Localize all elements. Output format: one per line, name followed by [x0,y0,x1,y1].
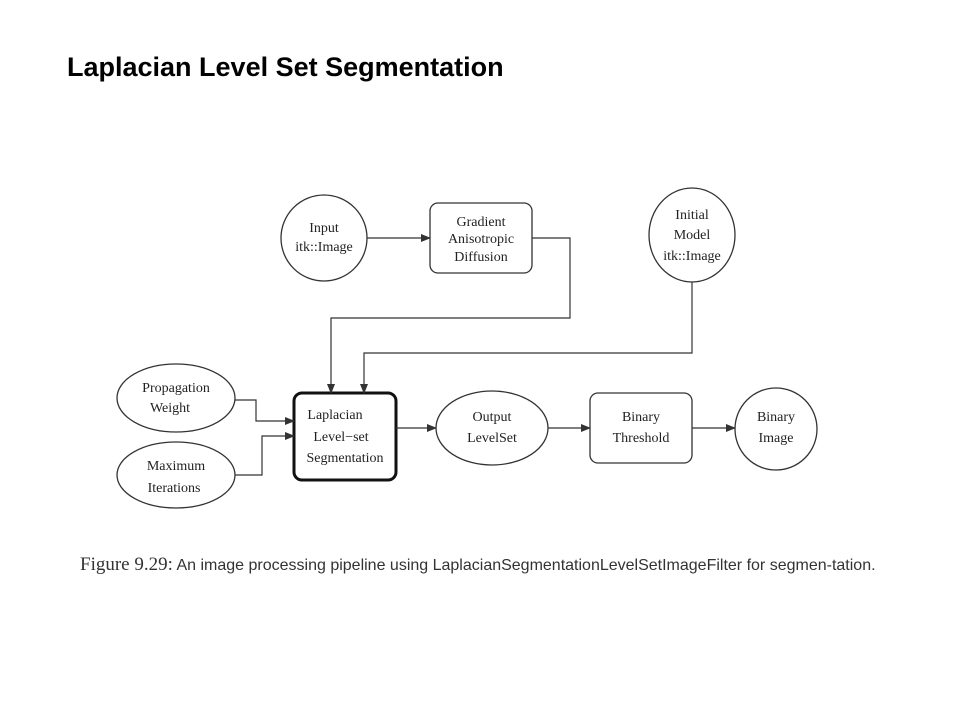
output-levelset-node: Output LevelSet [435,390,549,466]
propagation-weight-node: Propagation Weight [116,363,236,433]
input-image-node: Input itk::Image [280,194,368,282]
svg-text:Input: Input [309,221,339,236]
svg-text:Maximum: Maximum [147,459,205,474]
svg-text:Anisotropic: Anisotropic [448,232,514,247]
arrow-maximum-to-laplacian [235,432,295,476]
svg-text:Gradient: Gradient [457,215,506,230]
figure-label: Figure 9.29: [80,554,173,575]
laplacian-segmentation-node: Laplacian Level−set Segmentation [292,391,398,482]
arrow-propagation-to-laplacian [235,399,295,425]
initial-model-node: Initial Model itk::Image [648,187,736,283]
gradient-diffusion-node: Gradient Anisotropic Diffusion [429,202,533,274]
svg-text:Laplacian: Laplacian [307,408,362,423]
svg-text:Output: Output [473,410,512,425]
svg-text:Binary: Binary [757,410,795,425]
svg-text:Segmentation: Segmentation [307,451,384,466]
svg-text:Model: Model [674,228,711,243]
svg-text:Image: Image [759,431,794,446]
svg-text:Level−set: Level−set [313,430,368,445]
slide-title: Laplacian Level Set Segmentation [67,52,504,82]
svg-text:Iterations: Iterations [148,481,201,496]
svg-text:Initial: Initial [675,208,709,223]
svg-text:itk::Image: itk::Image [663,249,721,264]
svg-text:Binary: Binary [622,410,660,425]
svg-text:Propagation: Propagation [142,381,210,396]
binary-threshold-node: Binary Threshold [589,392,693,464]
figure-caption: Figure 9.29: An image processing pipelin… [80,551,880,579]
svg-text:itk::Image: itk::Image [295,240,353,255]
arrow-initial-to-laplacian [360,282,693,394]
maximum-iterations-node: Maximum Iterations [116,441,236,509]
svg-text:Weight: Weight [150,401,190,416]
arrow-gradient-to-laplacian [327,237,571,394]
caption-text: An image processing pipeline using Lapla… [176,557,876,574]
svg-text:Threshold: Threshold [613,431,670,446]
binary-image-node: Binary Image [734,387,818,471]
svg-text:Diffusion: Diffusion [454,250,507,265]
svg-text:LevelSet: LevelSet [467,431,517,446]
